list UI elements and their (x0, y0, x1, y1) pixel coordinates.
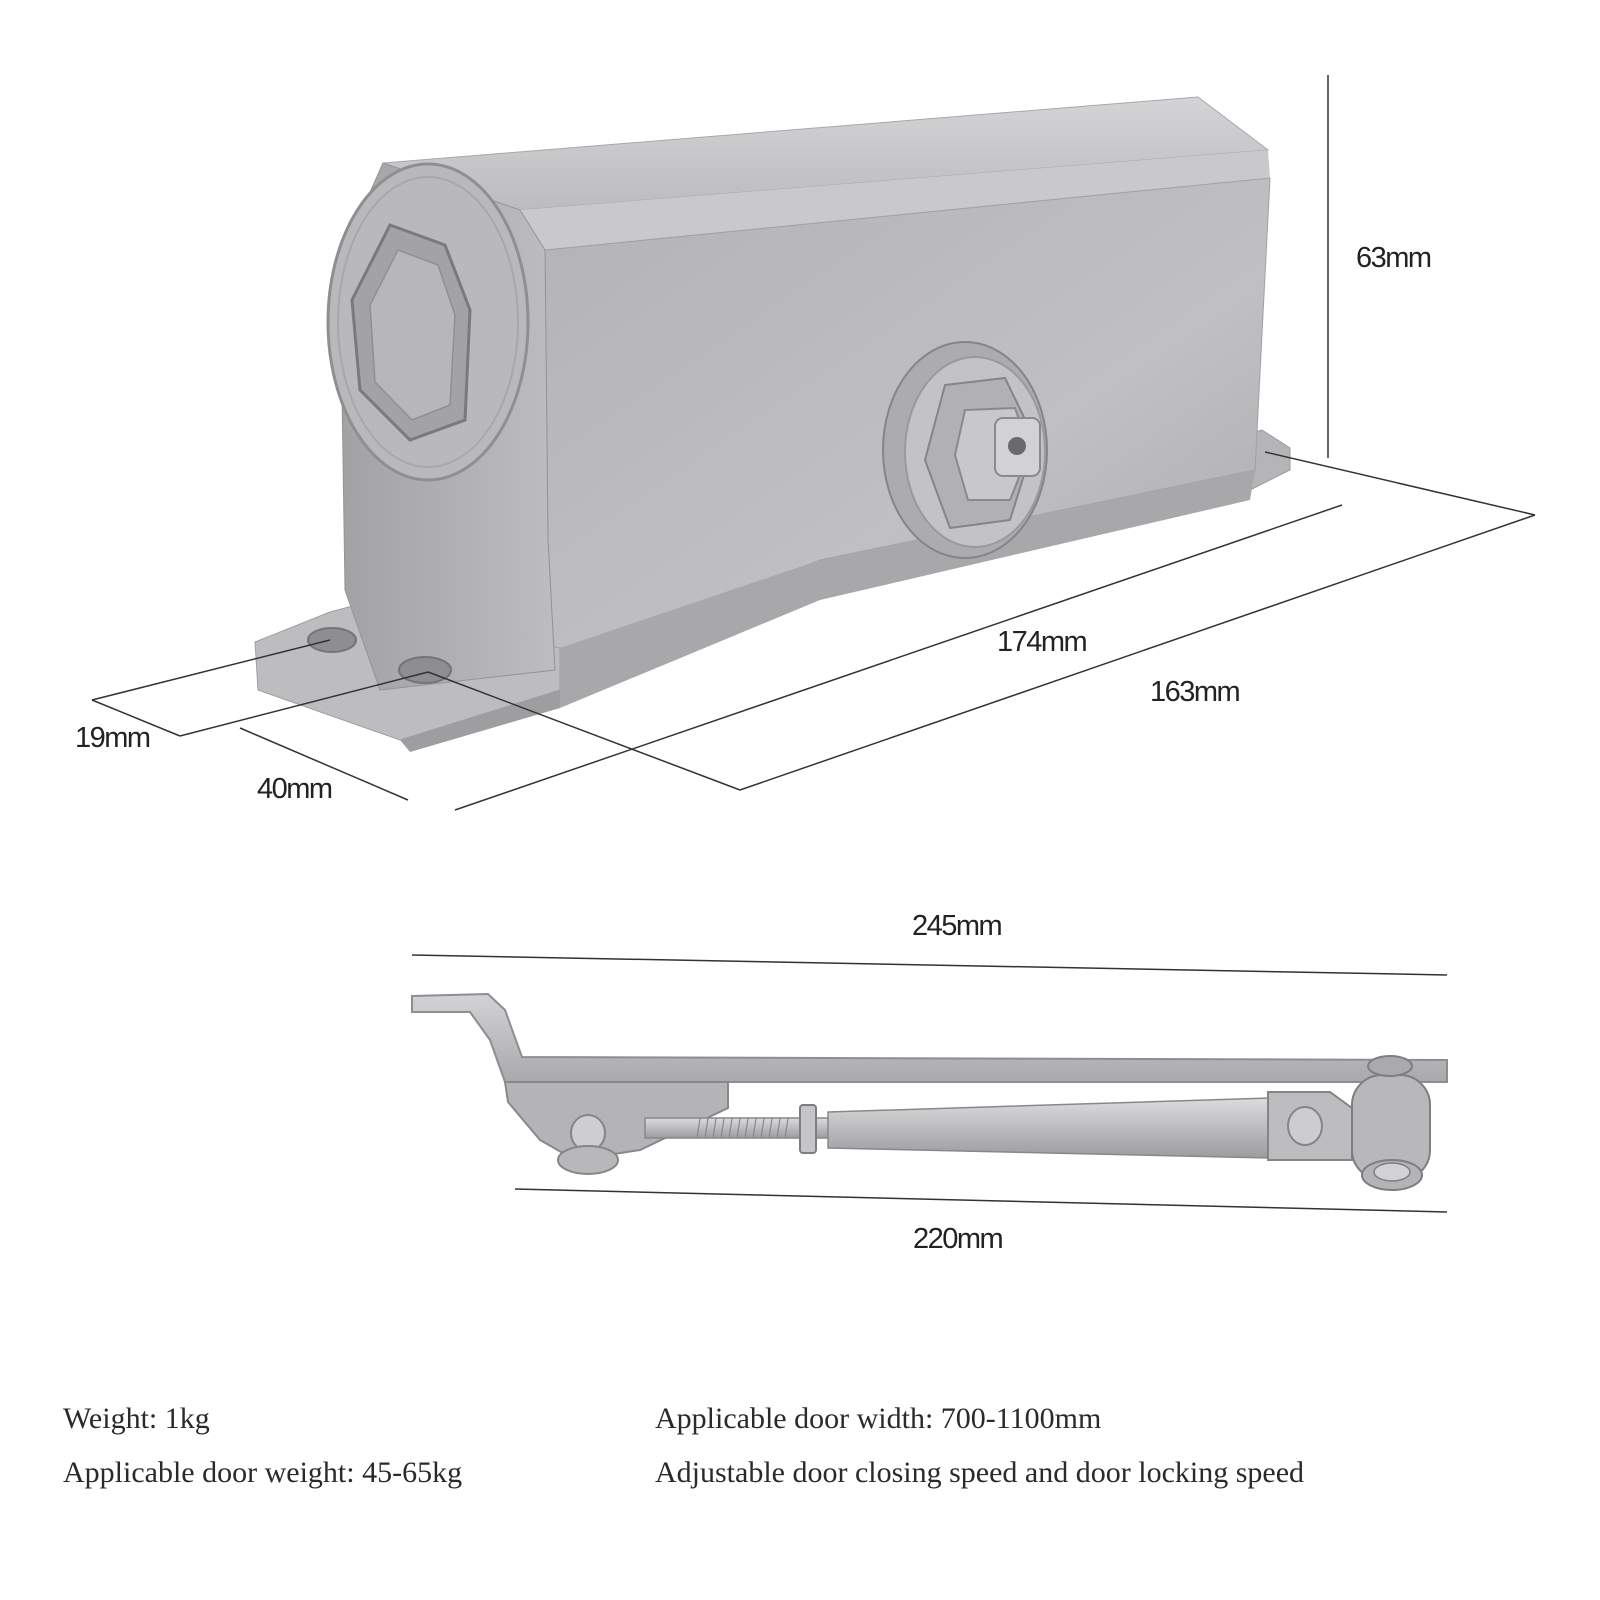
arm-220-dimension-line (514, 1188, 1448, 1213)
mount-hole-1 (307, 627, 357, 653)
body-bevel-face (520, 150, 1270, 250)
length-163-dimension-line (739, 514, 1536, 791)
mount-hole-2 (398, 656, 452, 684)
closer-arm (411, 992, 1448, 1191)
length-163-right-extension (1264, 451, 1536, 516)
base-plate-left-front (258, 690, 560, 752)
lock-nut (799, 1104, 817, 1154)
main-arm-bar (411, 992, 1448, 1083)
hole-spacing-ext-2 (179, 671, 429, 737)
body-dimension-lines (91, 75, 1536, 811)
arm-220-label: 220mm (913, 1223, 1004, 1255)
length-163-left-extension (427, 671, 741, 791)
base-width-label: 40mm (257, 773, 333, 805)
closer-body (254, 96, 1291, 752)
hole-spacing-label: 19mm (75, 722, 151, 754)
adjustment-valve (882, 341, 1048, 559)
arm-dimension-lines (411, 954, 1448, 1213)
length-174-dimension-line (454, 504, 1343, 811)
height-label: 63mm (1356, 242, 1432, 274)
spec-adjustable-speed: Adjustable door closing speed and door l… (655, 1456, 1305, 1489)
hole-spacing-dimension-line (91, 699, 181, 737)
spec-door-weight: Applicable door weight: 45-65kg (63, 1456, 463, 1489)
hole-spacing-ext-1 (91, 639, 331, 701)
spec-weight: Weight: 1kg (63, 1402, 210, 1435)
arm-245-label: 245mm (912, 910, 1003, 942)
width-dimension-line (239, 727, 409, 801)
length-163-label: 163mm (1150, 676, 1241, 708)
adjust-tube (827, 1097, 1301, 1159)
base-plate-bottom (560, 470, 1255, 708)
arm-245-dimension-line (411, 954, 1448, 976)
spec-door-width: Applicable door width: 700-1100mm (655, 1402, 1102, 1435)
length-174-label: 174mm (997, 626, 1088, 658)
